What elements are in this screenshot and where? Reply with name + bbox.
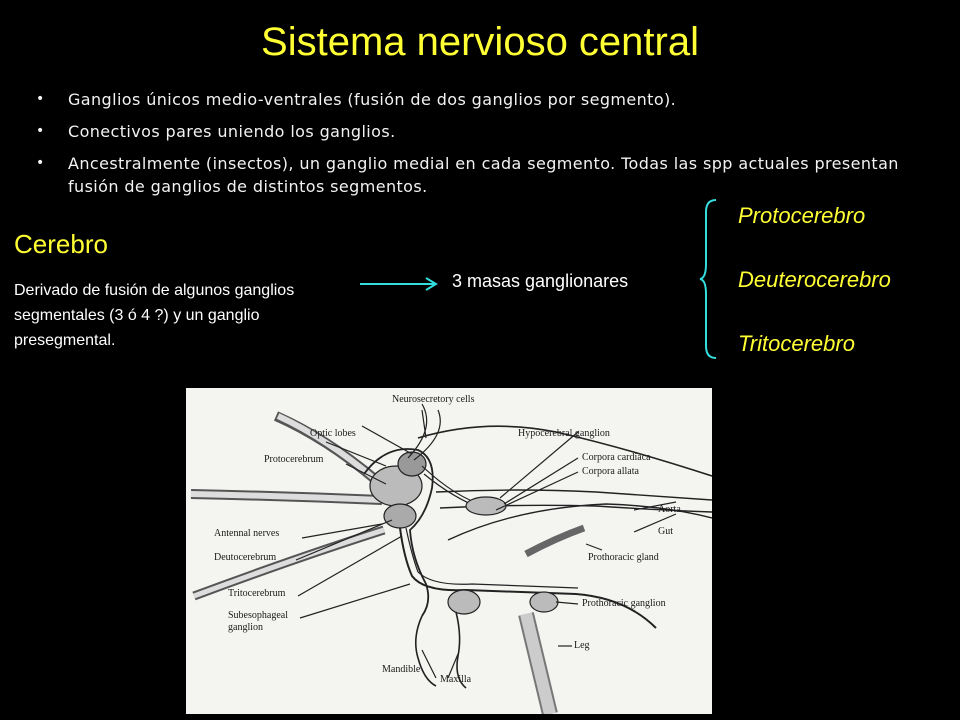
label-subesophageal: Subesophageal xyxy=(228,610,288,621)
bullet-item: • Ganglios únicos medio-ventrales (fusió… xyxy=(36,88,916,111)
protocerebro-label: Protocerebro xyxy=(738,203,866,228)
nervous-system-figure: Neurosecretory cells Optic lobes Protoce… xyxy=(186,388,712,714)
label-protocerebrum: Protocerebrum xyxy=(264,454,324,465)
bullet-list: • Ganglios únicos medio-ventrales (fusió… xyxy=(36,88,916,207)
label-corpora-cardiaca: Corpora cardiaca xyxy=(582,452,651,463)
label-neurosecretory-cells: Neurosecretory cells xyxy=(392,394,475,405)
label-prothoracic-ganglion: Prothoracic ganglion xyxy=(582,598,666,609)
slide-title: Sistema nervioso central xyxy=(261,20,699,64)
bullet-item: • Ancestralmente (insectos), un ganglio … xyxy=(36,152,916,198)
bullet-marker: • xyxy=(36,155,45,171)
label-leg: Leg xyxy=(574,640,590,651)
bullet-text: Conectivos pares uniendo los ganglios. xyxy=(68,122,396,141)
bullet-marker: • xyxy=(36,123,45,139)
bullet-text: Ancestralmente (insectos), un ganglio me… xyxy=(68,154,899,196)
cerebro-heading: Cerebro xyxy=(14,229,108,259)
label-optic-lobes: Optic lobes xyxy=(310,428,356,439)
curly-brace-icon xyxy=(699,199,717,359)
label-prothoracic-gland: Prothoracic gland xyxy=(588,552,659,563)
label-antennal-nerves: Antennal nerves xyxy=(214,528,280,539)
label-corpora-allata: Corpora allata xyxy=(582,466,639,477)
label-tritocerebrum: Tritocerebrum xyxy=(228,588,286,599)
bullet-text: Ganglios únicos medio-ventrales (fusión … xyxy=(68,90,677,109)
label-aorta: Aorta xyxy=(658,504,681,515)
ganglionic-masses-label: 3 masas ganglionares xyxy=(452,271,629,291)
label-deutocerebrum: Deutocerebrum xyxy=(214,552,277,563)
bullet-item: • Conectivos pares uniendo los ganglios. xyxy=(36,120,916,143)
label-mandible: Mandible xyxy=(382,664,421,675)
right-arrow-icon xyxy=(360,277,438,291)
deuterocerebro-label: Deuterocerebro xyxy=(738,267,891,292)
bullet-marker: • xyxy=(36,91,45,107)
label-ganglion: ganglion xyxy=(228,622,263,633)
label-hypocerebral-ganglion: Hypocerebral ganglion xyxy=(518,428,610,439)
tritocerebro-label: Tritocerebro xyxy=(738,331,855,356)
cerebro-description: Derivado de fusión de algunos ganglios s… xyxy=(14,282,295,349)
label-maxilla: Maxilla xyxy=(440,674,472,685)
insect-nervous-system-drawing xyxy=(190,403,712,714)
label-gut: Gut xyxy=(658,526,673,537)
